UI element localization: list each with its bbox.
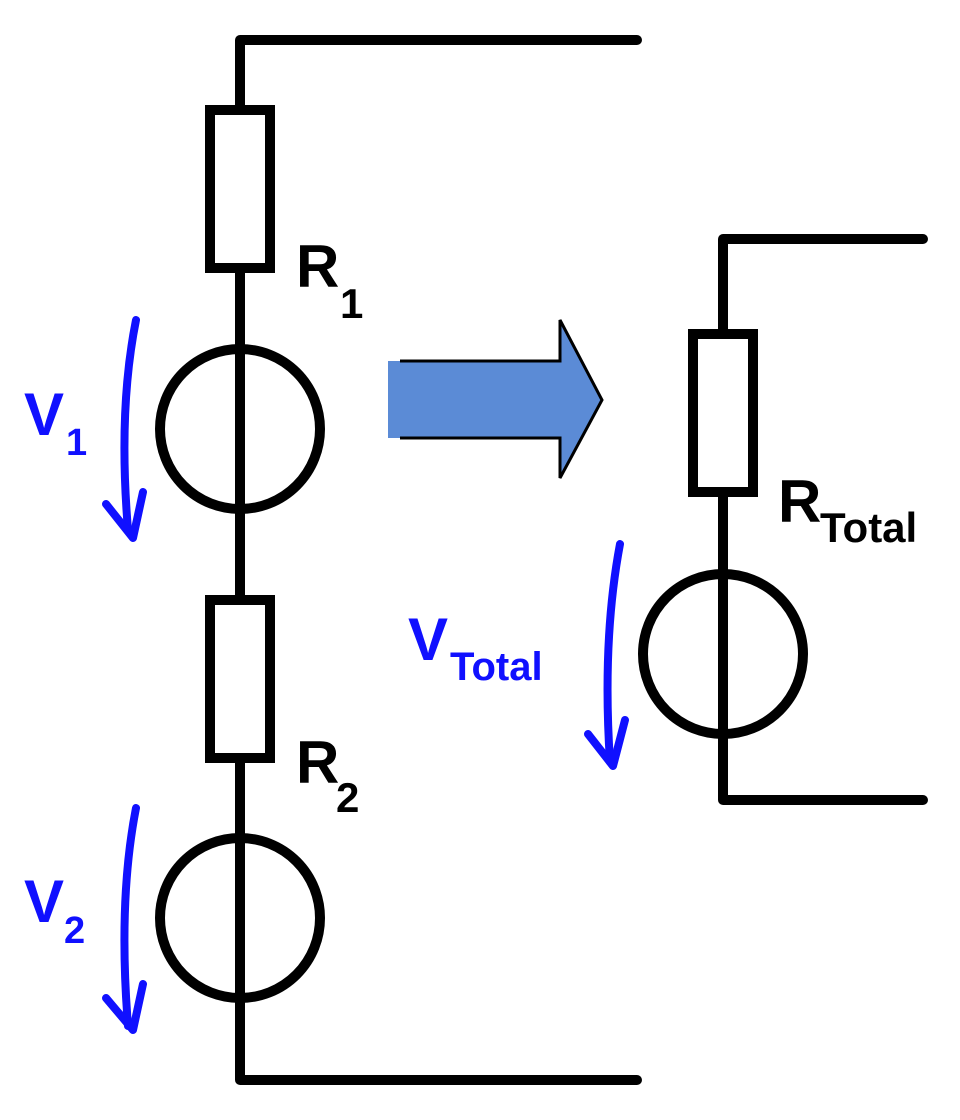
label-vtotal: V — [408, 606, 448, 673]
right-bottom-wire — [718, 731, 928, 805]
label-r1-subscript: 1 — [340, 280, 363, 327]
label-v1-subscript: 1 — [66, 422, 87, 464]
label-rtotal-subscript: Total — [820, 504, 917, 551]
resistor-r1 — [205, 105, 275, 273]
label-v2: V — [24, 868, 64, 935]
resistor-r2 — [205, 595, 275, 763]
label-v1: V — [24, 381, 64, 448]
label-v2-subscript: 2 — [64, 910, 85, 952]
transform-arrow — [388, 319, 604, 479]
label-vtotal-subscript: Total — [450, 645, 543, 689]
right-top-wire — [718, 234, 928, 339]
label-rtotal: R — [778, 468, 821, 535]
v1-curved-arrow-icon — [120, 316, 140, 534]
vtotal-curved-arrow-icon — [603, 540, 624, 766]
label-r1: R — [296, 233, 339, 300]
right-arrow-outline — [400, 319, 604, 479]
right-circuit: R Total V Total — [408, 234, 928, 805]
left-bottom-wire — [235, 993, 642, 1085]
v2-arrowhead-icon — [102, 980, 147, 1034]
label-r2: R — [296, 729, 339, 796]
vtotal-arrowhead-icon — [584, 716, 629, 770]
left-top-wire — [235, 35, 642, 115]
resistor-rtotal — [688, 329, 758, 497]
left-circuit: R 1 R 2 V 1 V 2 — [24, 35, 642, 1085]
v1-arrowhead-icon — [102, 488, 147, 542]
label-r2-subscript: 2 — [336, 774, 359, 821]
v2-curved-arrow-icon — [120, 804, 140, 1030]
right-arrow-icon — [388, 320, 602, 478]
